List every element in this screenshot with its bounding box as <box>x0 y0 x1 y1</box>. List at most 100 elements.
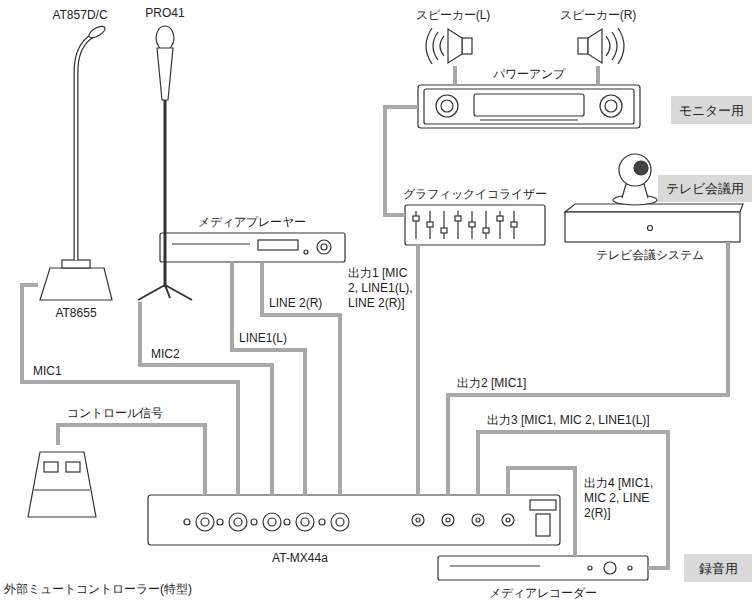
power-amp-drawing <box>441 100 453 112</box>
band-label: テレビ会議用 <box>666 181 744 196</box>
mixer-drawing <box>530 500 556 510</box>
mixer-drawing <box>234 518 242 526</box>
media-recorder-drawing <box>438 556 648 580</box>
speaker-icon <box>426 28 432 64</box>
conference-system-drawing <box>634 161 648 175</box>
signal-cable <box>416 245 420 495</box>
equalizer-drawing <box>483 228 489 233</box>
mixer-drawing <box>331 513 349 531</box>
mixer-drawing <box>196 513 214 531</box>
equalizer-drawing <box>485 211 486 239</box>
power-amp-drawing <box>600 95 622 117</box>
band-label: モニター用 <box>679 103 744 118</box>
signal-cable <box>448 242 728 495</box>
conference-system-drawing <box>565 204 743 212</box>
band-label: 録音用 <box>699 561 738 576</box>
speaker-icon <box>606 36 610 56</box>
mixer: AT-MX44a <box>148 495 560 545</box>
gooseneck-mic-drawing <box>40 268 112 300</box>
signal-cable <box>22 285 238 495</box>
signal-label: 出力4 [MIC1, MIC 2, LINE 2(R)] <box>583 476 663 521</box>
media-player-drawing <box>160 233 345 262</box>
mixer-drawing <box>502 514 514 526</box>
equalizer-drawing <box>499 211 500 239</box>
gooseneck-mic-drawing <box>76 36 92 260</box>
media-recorder-drawing <box>438 556 648 580</box>
device-label: メディアレコーダー <box>489 586 597 601</box>
stand-mic-drawing <box>164 100 167 287</box>
signal-cable <box>453 66 457 85</box>
microphone: PRO41 <box>132 25 198 302</box>
mixer-drawing <box>442 514 454 526</box>
equalizer-drawing <box>457 211 458 239</box>
mute-controller: 外部ミュートコントローラー(特型) <box>28 445 96 517</box>
media-player: メディアプレーヤー <box>160 233 345 262</box>
mixer-drawing <box>217 519 223 525</box>
gooseneck-mic-drawing <box>76 36 92 260</box>
speaker: スピーカー(L) <box>430 26 476 66</box>
mixer-drawing <box>536 514 550 536</box>
mixer-drawing <box>263 513 281 531</box>
mixer-drawing <box>229 513 247 531</box>
conference-system-drawing <box>565 212 740 242</box>
power-amp-drawing <box>605 100 617 112</box>
signal-label: 出力2 [MIC1] <box>456 376 527 391</box>
device-label: スピーカー(R) <box>560 8 637 23</box>
speaker: スピーカー(R) <box>574 26 624 66</box>
mixer-drawing <box>296 513 314 531</box>
mixer-drawing <box>184 519 190 525</box>
device-label: AT-MX44a <box>272 551 328 566</box>
mixer-drawing <box>476 518 480 522</box>
speaker-icon <box>578 38 588 54</box>
media-player-drawing <box>172 243 250 244</box>
graphic-equalizer: グラフィックイコライザー <box>405 205 545 245</box>
media-player-drawing <box>258 240 298 250</box>
mixer-drawing <box>472 514 484 526</box>
media-player-drawing <box>317 240 331 254</box>
equalizer-drawing <box>413 216 419 221</box>
speaker-icon <box>448 29 462 63</box>
equalizer-drawing <box>443 211 444 239</box>
media-recorder: メディアレコーダー <box>438 556 648 580</box>
mixer-drawing <box>336 518 344 526</box>
equalizer-drawing <box>405 205 545 245</box>
device-label: 外部ミュートコントローラー(特型) <box>4 582 192 597</box>
power-amp-drawing <box>474 94 584 116</box>
device-label: パワーアンプ <box>493 67 565 82</box>
signal-label: 出力1 [MIC 2, LINE1(L), LINE 2(R)] <box>347 266 415 311</box>
device-label: グラフィックイコライザー <box>403 187 547 202</box>
gooseneck-mic-drawing <box>40 24 112 300</box>
mixer-drawing <box>506 518 510 522</box>
equalizer-drawing <box>511 222 517 227</box>
speaker-icon <box>440 36 444 56</box>
equalizer-drawing <box>415 211 416 239</box>
power-amp: パワーアンプ <box>418 85 640 128</box>
mixer-drawing <box>251 519 257 525</box>
mixer-drawing <box>148 495 560 545</box>
equalizer-drawing <box>405 205 545 245</box>
conference-system: テレビ会議システム <box>565 204 743 242</box>
device-label: メディアプレーヤー <box>198 215 306 230</box>
mixer-drawing <box>148 495 560 545</box>
speaker-icon <box>433 32 438 60</box>
mute-controller-drawing <box>66 462 80 472</box>
power-amp-drawing <box>424 89 634 124</box>
stand-mic-drawing <box>165 285 170 298</box>
speaker-icon <box>612 32 617 60</box>
mixer-drawing <box>201 518 209 526</box>
media-player-drawing <box>304 250 308 254</box>
power-amp-drawing <box>436 95 458 117</box>
media-recorder-drawing <box>628 566 632 570</box>
signal-cable <box>596 66 600 85</box>
mixer-drawing <box>319 519 325 525</box>
stand-mic-drawing <box>138 285 165 300</box>
signal-cable <box>508 468 575 556</box>
signal-label: LINE 2(R) <box>268 296 323 311</box>
speaker-icon <box>618 28 624 64</box>
mute-controller-drawing <box>28 452 96 517</box>
conference-system-drawing <box>619 154 651 186</box>
mute-controller-drawing <box>44 462 58 472</box>
equalizer-drawing <box>427 222 433 227</box>
mute-controller-drawing <box>28 452 96 517</box>
